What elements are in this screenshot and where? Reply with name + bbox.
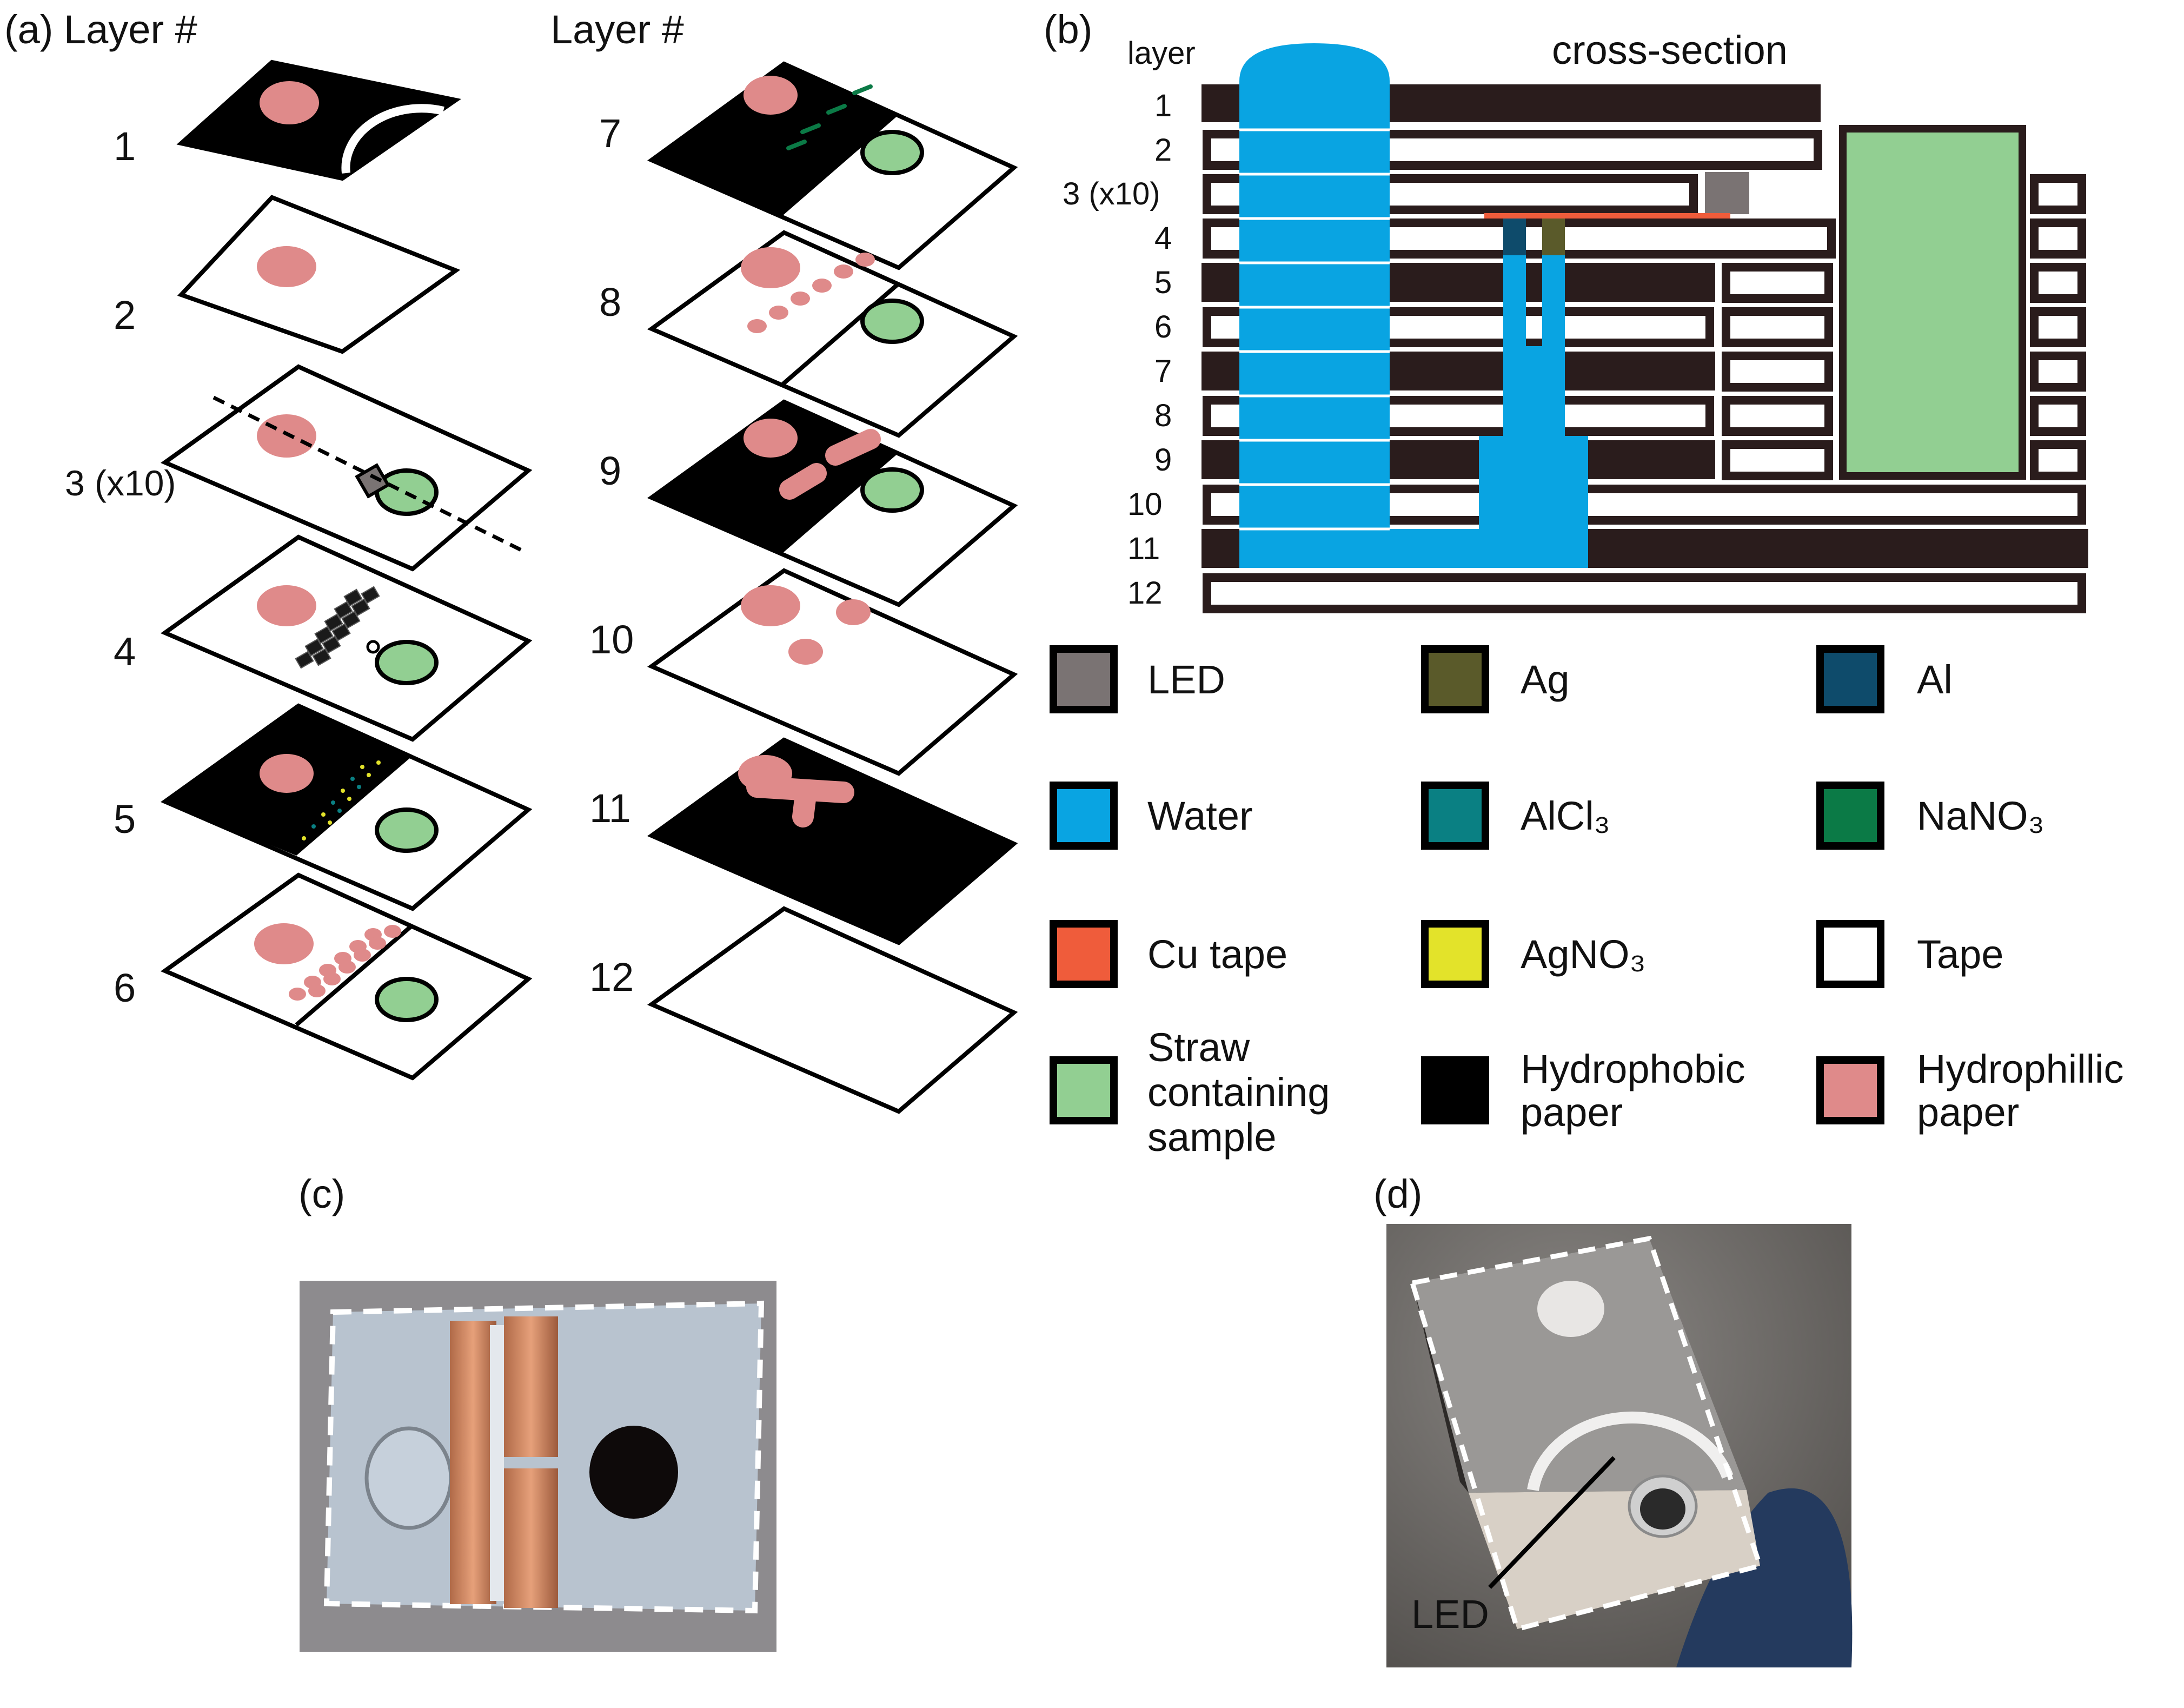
legend-item-water: Water — [1050, 782, 1253, 850]
legend-label-hydrophilic-1: Hydrophillic — [1917, 1047, 2123, 1091]
legend-item-tape: Tape — [1816, 920, 2003, 988]
legend-item-hydrophilic: Hydrophillic paper — [1816, 1047, 2123, 1135]
layer-num-11: 11 — [589, 786, 631, 831]
row-label: 7 — [1154, 354, 1172, 389]
layer-num-3: 3 (x10) — [65, 463, 176, 503]
legend-label-water: Water — [1147, 793, 1253, 838]
layer-num-10: 10 — [589, 617, 634, 662]
legend-label-tape: Tape — [1917, 932, 2003, 977]
layer-num-2: 2 — [114, 293, 136, 337]
legend-item-nano3: NaNO₃ — [1816, 782, 2044, 850]
layer-7-sheet — [647, 61, 1018, 270]
cross-section-axis-title: layer — [1127, 36, 1196, 71]
layer-6-sheet — [160, 872, 533, 1081]
led-annotation: LED — [1411, 1592, 1489, 1637]
legend-item-hydrophobic: Hydrophobic paper — [1421, 1047, 1745, 1135]
panel-a: (a) Layer # Layer # 1 2 3 (x10) 4 5 6 7 … — [4, 7, 1018, 1114]
row-label: 5 — [1154, 265, 1172, 300]
layer-num-12: 12 — [589, 955, 634, 999]
layer-num-1: 1 — [114, 124, 136, 169]
row-label: 3 (x10) — [1063, 176, 1160, 211]
cross-section-drawing — [1201, 43, 2088, 613]
legend-item-cu-tape: Cu tape — [1050, 920, 1287, 988]
row-label: 10 — [1127, 487, 1163, 522]
panel-b-label: (b) — [1044, 7, 1092, 52]
layer-12-sheet — [647, 906, 1018, 1114]
panel-d-label: (d) — [1373, 1171, 1422, 1216]
layer-2-sheet — [177, 195, 461, 354]
row-label: 11 — [1127, 531, 1160, 566]
legend-label-al: Al — [1917, 657, 1953, 702]
layer-header-col1: Layer # — [64, 7, 197, 52]
row-label: 6 — [1154, 309, 1172, 345]
cross-section-cu-tape — [1484, 213, 1730, 220]
photo-c — [300, 1281, 776, 1652]
layer-num-4: 4 — [114, 629, 136, 674]
layer-num-9: 9 — [599, 448, 621, 493]
cross-section-row-labels: 1 2 3 (x10) 4 5 6 7 8 9 10 11 12 — [1063, 88, 1172, 611]
panel-c-label: (c) — [298, 1171, 345, 1216]
layer-header-col2: Layer # — [550, 7, 684, 52]
legend-item-straw: Straw containing sample — [1050, 1025, 1330, 1160]
layer-9-sheet — [647, 399, 1018, 607]
legend-label-agno3: AgNO₃ — [1521, 932, 1646, 977]
panel-b: (b) layer cross-section 1 2 3 (x10) 4 5 … — [1044, 7, 2088, 613]
row-label: 2 — [1154, 133, 1172, 168]
legend-item-agno3: AgNO₃ — [1421, 920, 1646, 988]
legend-item-led: LED — [1050, 645, 1225, 713]
layer-num-6: 6 — [114, 965, 136, 1010]
layer-4-sheet — [160, 534, 533, 742]
panel-c: (c) — [298, 1171, 776, 1652]
legend-label-alcl3: AlCl₃ — [1521, 793, 1610, 838]
legend-label-straw-1: Straw — [1147, 1025, 1250, 1070]
layer-num-8: 8 — [599, 280, 621, 325]
legend-label-hydrophilic-2: paper — [1917, 1090, 2019, 1135]
cross-section-al — [1503, 219, 1526, 255]
row-label: 8 — [1154, 398, 1172, 433]
photo-d: LED — [1386, 1224, 1853, 1667]
legend-item-alcl3: AlCl₃ — [1421, 782, 1610, 850]
legend-label-led: LED — [1147, 657, 1225, 702]
layer-11-sheet — [647, 737, 1018, 945]
legend-label-nano3: NaNO₃ — [1917, 793, 2044, 838]
legend-label-ag: Ag — [1521, 657, 1570, 702]
legend: LED Ag Al Water AlCl₃ NaNO₃ Cu tape — [1050, 645, 2123, 1160]
cross-section-title: cross-section — [1552, 28, 1788, 72]
layer-1-sheet — [176, 59, 461, 181]
row-label: 4 — [1154, 221, 1172, 256]
row-label: 1 — [1154, 88, 1172, 123]
cross-section-straw — [1839, 125, 2026, 480]
legend-label-cu-tape: Cu tape — [1147, 932, 1287, 977]
cross-section-led — [1705, 172, 1749, 214]
row-label: 12 — [1127, 575, 1163, 611]
layer-10-sheet — [647, 568, 1018, 776]
panel-d: (d) LED — [1373, 1171, 1853, 1667]
legend-label-hydrophobic-1: Hydrophobic — [1521, 1047, 1745, 1091]
led-pointer-line — [1488, 1456, 1616, 1589]
cross-section-ag — [1542, 219, 1565, 255]
legend-item-al: Al — [1816, 645, 1953, 713]
legend-label-hydrophobic-2: paper — [1521, 1090, 1623, 1135]
layer-3-sheet — [160, 364, 533, 572]
panel-a-label: (a) — [4, 7, 53, 52]
legend-label-straw-3: sample — [1147, 1115, 1277, 1160]
layer-num-5: 5 — [114, 797, 136, 842]
layer-8-sheet — [647, 230, 1018, 438]
layer-5-sheet — [160, 703, 533, 911]
cross-section-water-column — [1239, 43, 1390, 568]
row-label: 9 — [1154, 442, 1172, 478]
legend-item-ag: Ag — [1421, 645, 1570, 713]
legend-label-straw-2: containing — [1147, 1070, 1330, 1115]
layer-num-7: 7 — [599, 111, 621, 156]
